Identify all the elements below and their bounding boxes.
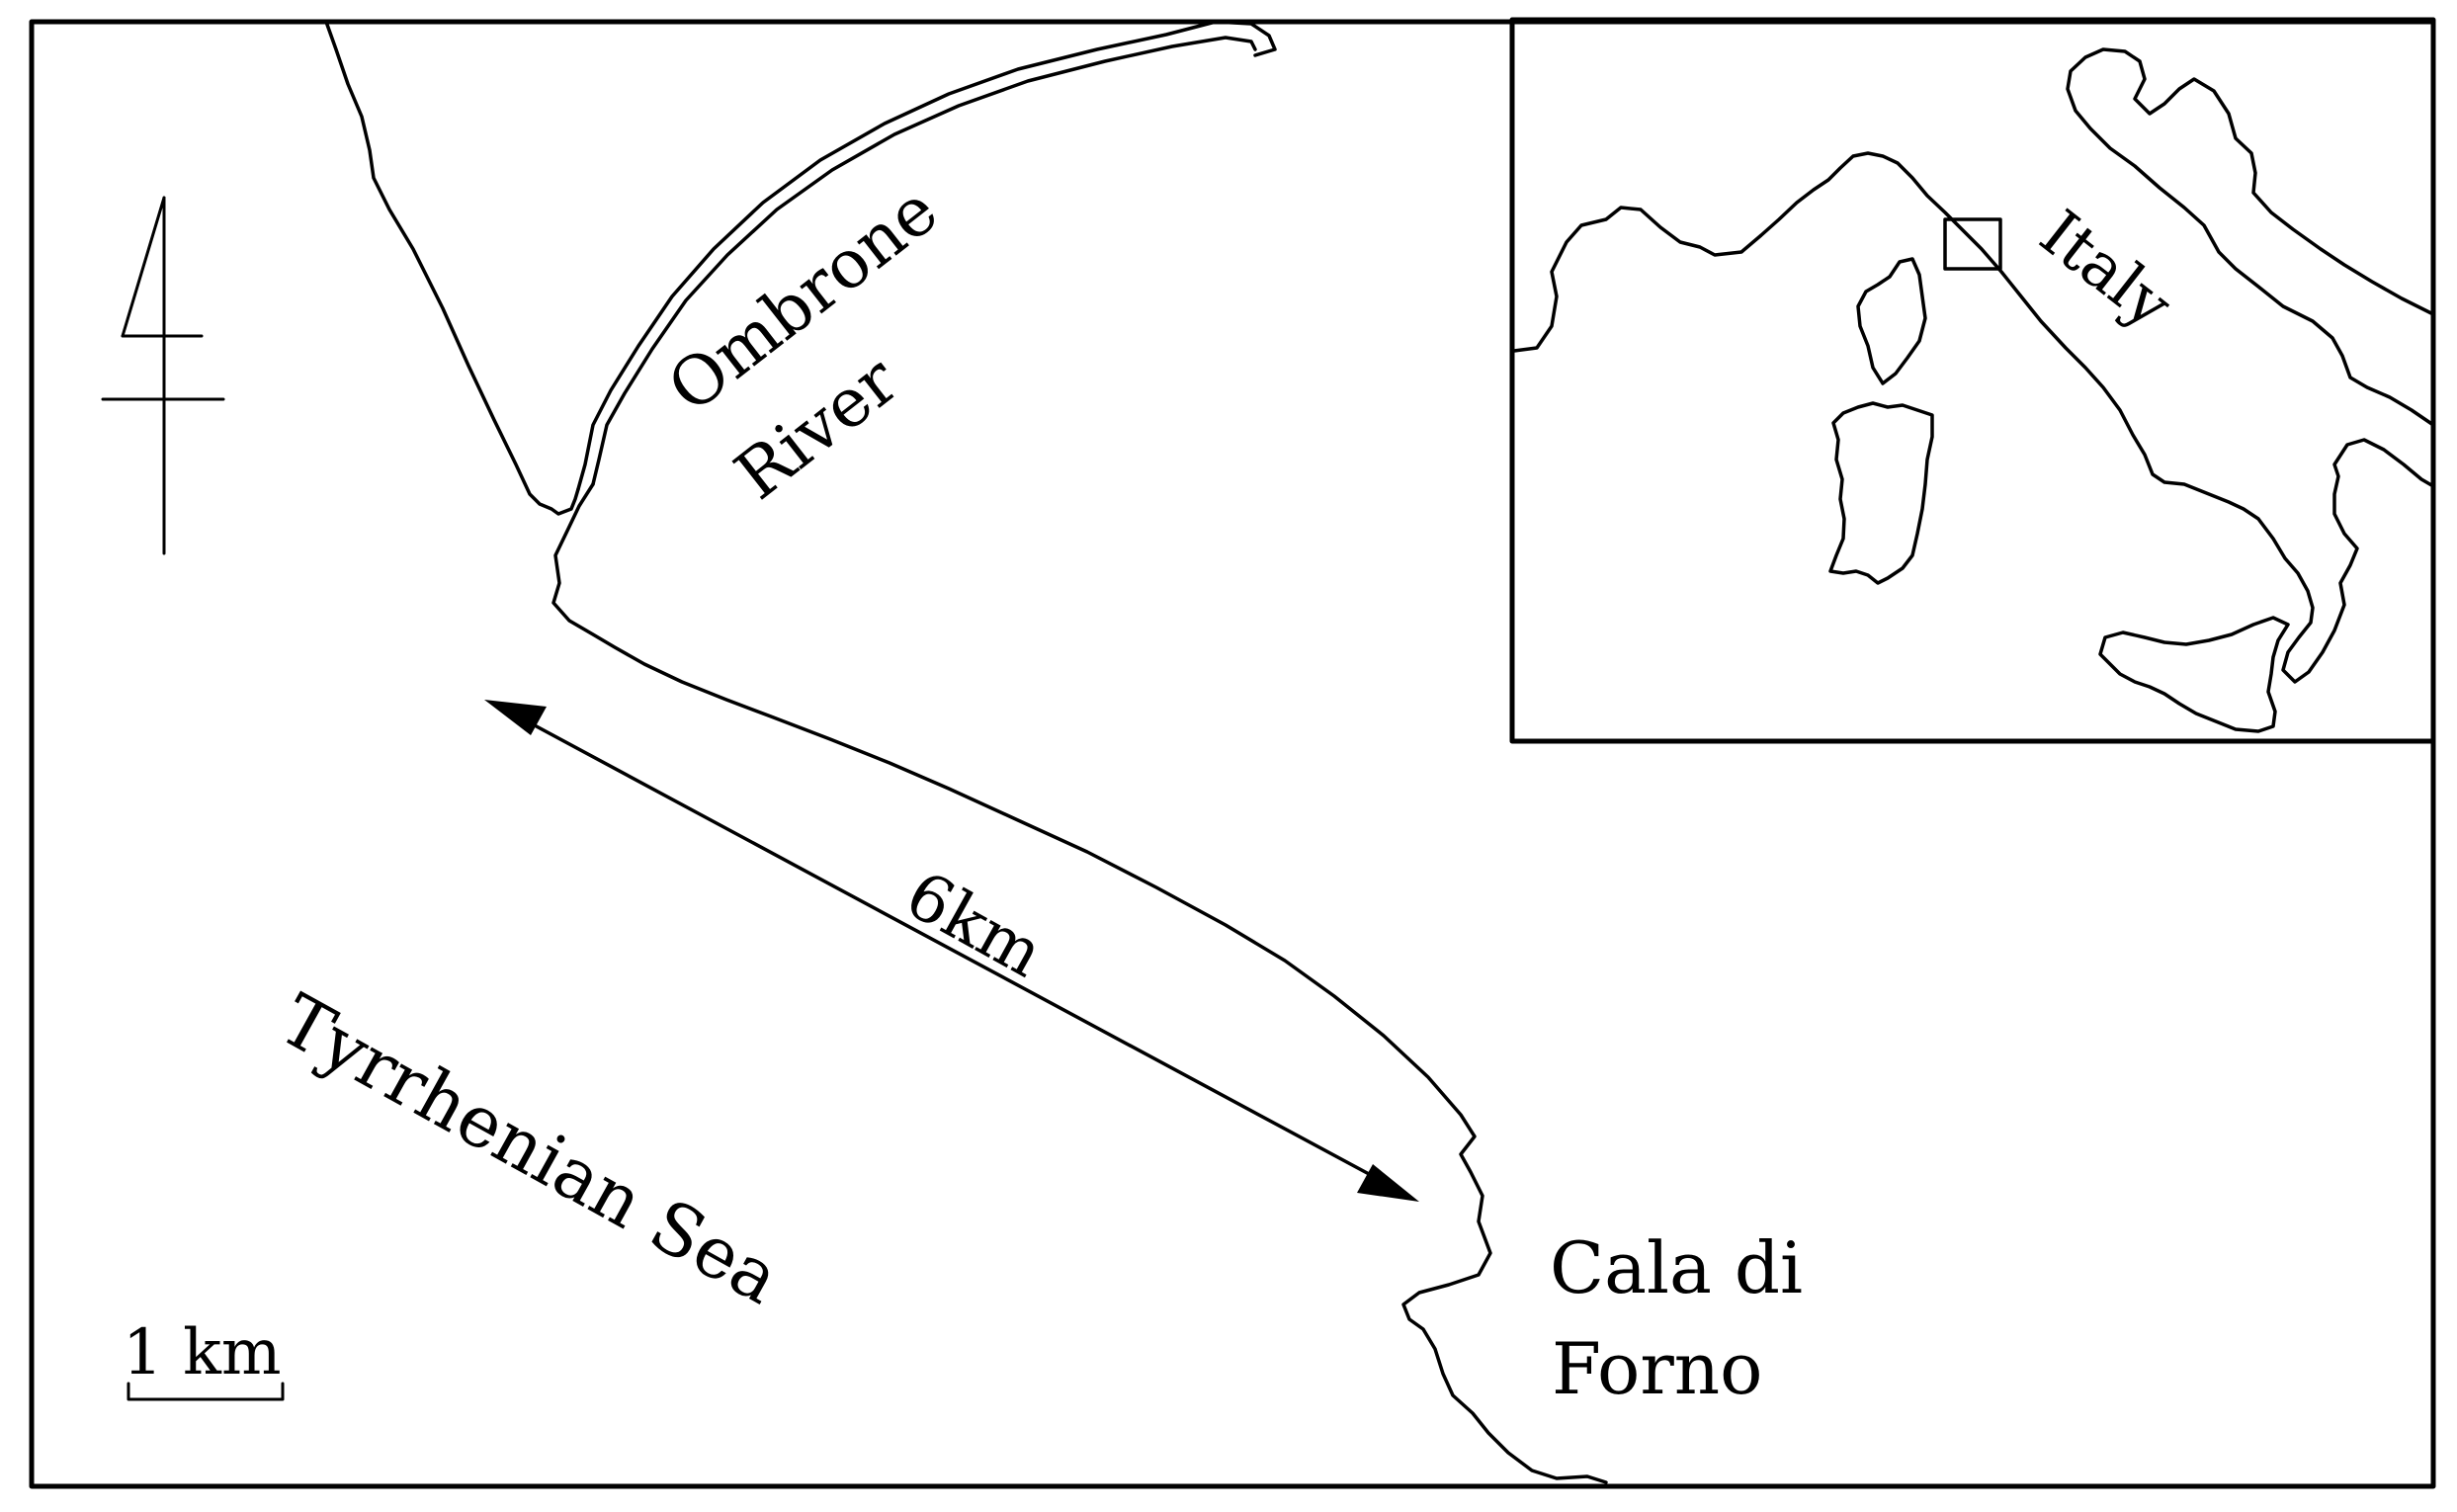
country-label: Italy (2026, 197, 2184, 343)
scale-bar (127, 1382, 285, 1401)
arrowhead-northwest (484, 700, 547, 735)
coastline-northwest (324, 20, 580, 516)
inset-frame (1509, 17, 2436, 744)
ombrone-river-bank-inner (591, 36, 1257, 486)
north-arrow-icon (101, 196, 225, 555)
place-label-line1: Cala di (1550, 1226, 1803, 1309)
ombrone-river-bank-outer (576, 20, 1277, 491)
inset-mainland-west-coast (1512, 151, 2435, 684)
coastline-southeast (551, 482, 1608, 1484)
arrowhead-southeast (1357, 1164, 1419, 1202)
study-area-box-icon (1943, 217, 2002, 271)
inset-sicily (2098, 616, 2290, 733)
sea-label: Tyrrhenian Sea (267, 977, 794, 1319)
inset-mainland-east-coast (2066, 47, 2435, 427)
distance-label: 6km (893, 857, 1056, 992)
inset-corsica (1856, 257, 1927, 385)
inset-sardinia (1828, 401, 1934, 585)
inset-map-italy (1509, 17, 2436, 744)
double-arrow-icon (484, 700, 1419, 1202)
scale-label: 1 km (123, 1316, 282, 1389)
place-label-line2: Forno (1552, 1327, 1763, 1410)
